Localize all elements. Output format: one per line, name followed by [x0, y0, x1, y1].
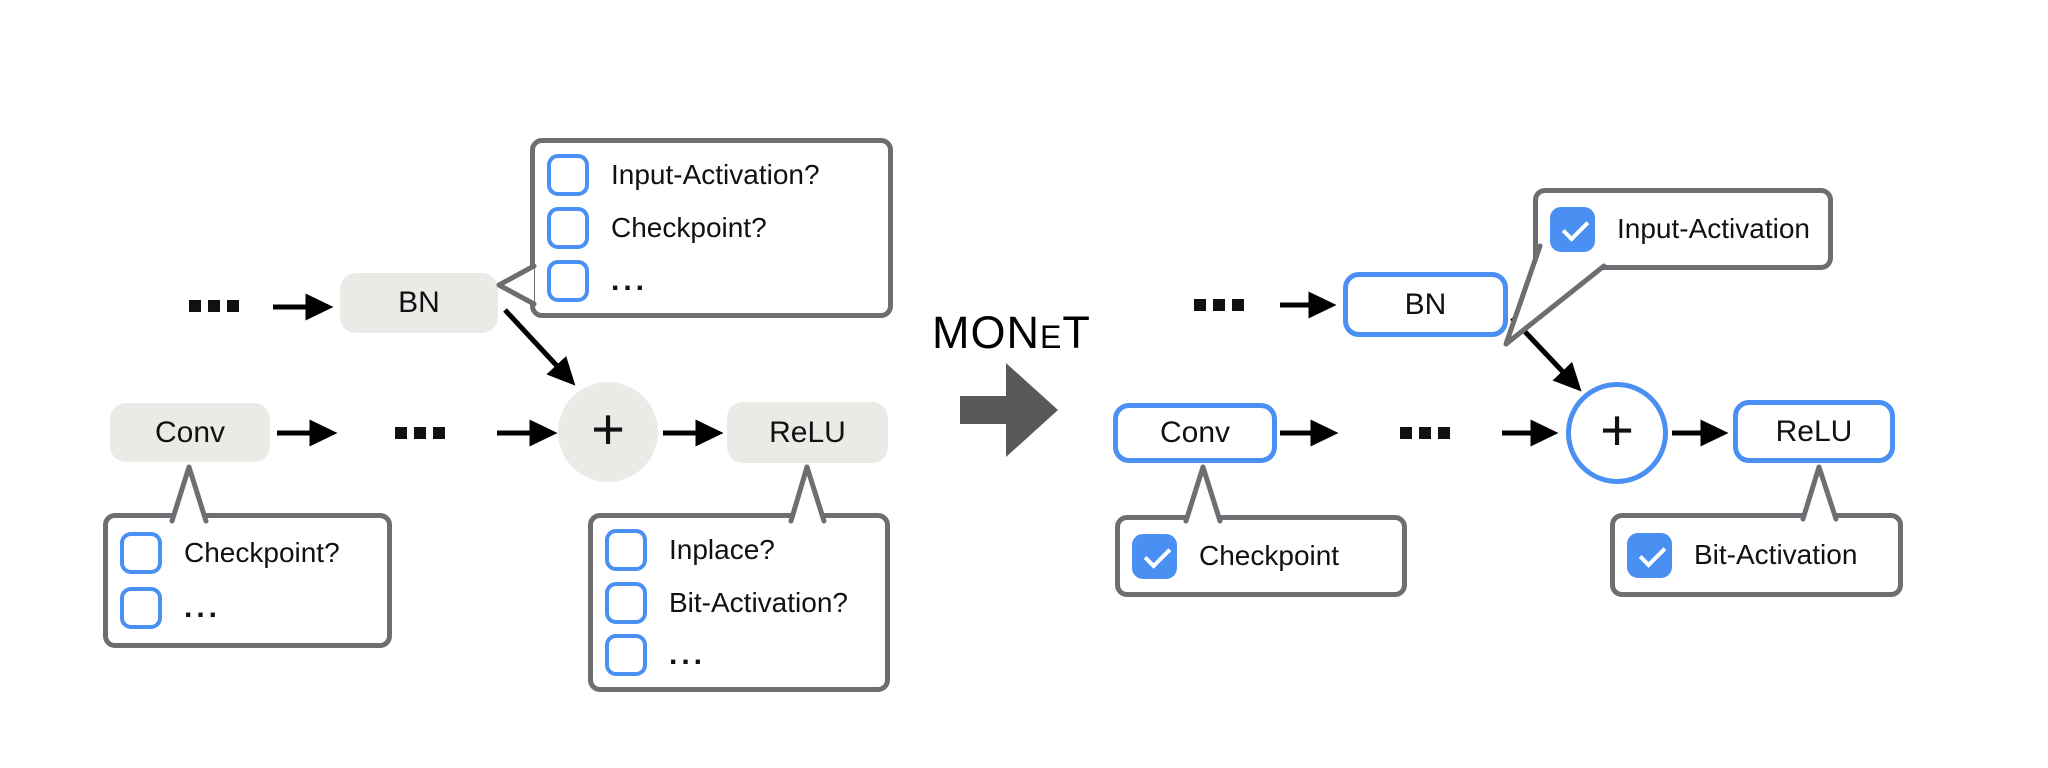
checkbox-unchecked[interactable] — [120, 587, 162, 630]
callout-tail — [1183, 464, 1223, 524]
checkbox-unchecked[interactable] — [547, 154, 589, 196]
skip-connection-arrow — [1510, 316, 1582, 392]
option-row: Bit-Activation? — [605, 581, 871, 624]
checkbox-unchecked[interactable] — [605, 528, 647, 571]
node-relu-left-label: ReLU — [769, 415, 846, 449]
option-label: Bit-Activation? — [669, 586, 848, 618]
ellipsis-icon — [1194, 299, 1244, 311]
relu-options-callout-left: Inplace? Bit-Activation? ... — [588, 513, 890, 692]
option-label: Bit-Activation — [1694, 539, 1858, 570]
node-relu-left: ReLU — [727, 402, 888, 463]
option-label: ... — [669, 638, 707, 672]
node-bn-right-label: BN — [1404, 287, 1447, 321]
plus-icon: + — [1600, 398, 1634, 463]
option-row: Checkpoint — [1132, 533, 1340, 579]
ellipsis-icon — [189, 300, 239, 312]
option-row: ... — [547, 260, 874, 302]
node-conv-left: Conv — [110, 403, 270, 462]
relu-option-callout-right: Bit-Activation — [1610, 513, 1903, 597]
monet-label: MONeT — [932, 307, 1091, 358]
checkbox-unchecked[interactable] — [605, 634, 647, 677]
option-row: Input-Activation — [1550, 206, 1810, 252]
checkbox-unchecked[interactable] — [120, 531, 162, 574]
option-label: Checkpoint — [1199, 540, 1340, 571]
node-relu-right: ReLU — [1733, 400, 1895, 463]
node-bn-left: BN — [340, 273, 498, 333]
node-add-left: + — [558, 382, 658, 482]
option-label: ... — [611, 264, 649, 297]
option-label: ... — [184, 591, 222, 625]
ellipsis-icon — [1400, 427, 1450, 439]
option-row: Input-Activation? — [547, 154, 874, 196]
conv-option-callout-right: Checkpoint — [1115, 515, 1407, 597]
checkbox-unchecked[interactable] — [605, 581, 647, 624]
option-row: Checkpoint? — [547, 207, 874, 249]
checkbox-checked[interactable] — [1550, 206, 1595, 252]
option-label: Inplace? — [669, 533, 775, 565]
node-relu-right-label: ReLU — [1775, 414, 1853, 448]
conv-options-callout-left: Checkpoint? ... — [103, 513, 392, 648]
node-conv-right-label: Conv — [1159, 416, 1231, 449]
option-row: Inplace? — [605, 528, 871, 571]
node-bn-left-label: BN — [398, 286, 440, 319]
node-conv-left-label: Conv — [154, 415, 226, 449]
option-label: Input-Activation — [1617, 213, 1810, 244]
bn-options-callout-left: Input-Activation? Checkpoint? ... — [530, 138, 893, 318]
checkbox-checked[interactable] — [1627, 532, 1672, 578]
callout-tail — [1800, 464, 1839, 522]
option-row: Checkpoint? — [120, 531, 373, 574]
checkbox-checked[interactable] — [1132, 533, 1177, 579]
monet-transform-arrow-icon — [960, 363, 1058, 457]
option-row: Bit-Activation — [1627, 532, 1858, 578]
ellipsis-icon — [395, 427, 445, 439]
option-row: ... — [120, 587, 373, 630]
node-conv-right: Conv — [1113, 403, 1277, 463]
skip-connection-arrow — [503, 308, 576, 386]
option-label: Input-Activation? — [611, 159, 820, 190]
option-label: Checkpoint? — [611, 212, 767, 243]
option-label: Checkpoint? — [184, 536, 340, 568]
checkbox-unchecked[interactable] — [547, 207, 589, 249]
plus-icon: + — [591, 397, 625, 462]
node-add-right: + — [1566, 382, 1668, 484]
node-bn-right: BN — [1343, 272, 1508, 337]
checkbox-unchecked[interactable] — [547, 260, 589, 302]
bn-option-callout-right: Input-Activation — [1533, 188, 1833, 270]
option-row: ... — [605, 634, 871, 677]
callout-tail — [496, 263, 537, 307]
